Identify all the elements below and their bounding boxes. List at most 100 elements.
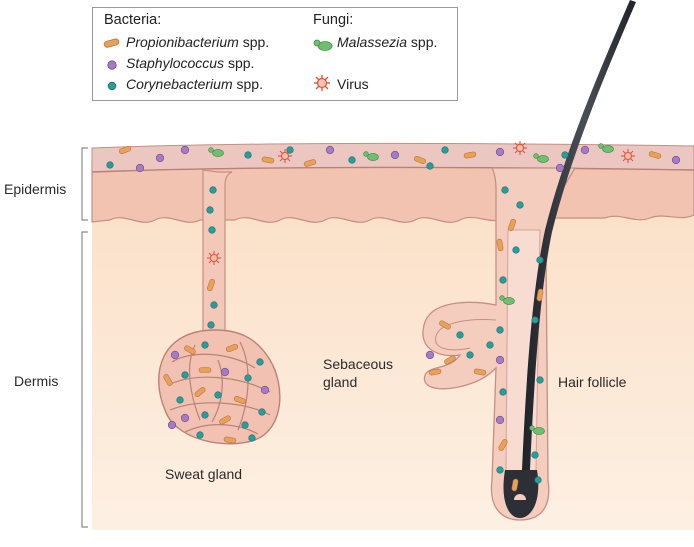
teal-coccus-icon (207, 321, 215, 329)
rod-icon (163, 374, 173, 386)
teal-coccus-icon (176, 396, 184, 404)
epidermis-label: Epidermis (4, 181, 67, 197)
yeast-icon (212, 149, 224, 157)
teal-coccus-icon (196, 431, 204, 439)
legend-bacteria-heading: Bacteria: (104, 12, 162, 28)
hair-bulb (503, 470, 539, 518)
sebaceous-gland-label-line2: gland (323, 374, 358, 390)
teal-coccus-icon (456, 331, 464, 339)
purple-coccus-icon (180, 413, 190, 423)
teal-coccus-icon (201, 411, 209, 419)
rod-icon (225, 344, 239, 352)
purple-coccus-icon (495, 355, 505, 365)
virus-icon (281, 152, 289, 160)
teal-coccus-icon (534, 476, 542, 484)
rod-icon (207, 278, 215, 292)
rod-icon (233, 396, 247, 404)
teal-coccus-icon (181, 371, 189, 379)
purple-coccus-icon (220, 367, 230, 377)
teal-coccus-icon (241, 421, 249, 429)
legend-item-virus: Virus (337, 76, 369, 92)
teal-coccus-icon (206, 206, 214, 214)
virus-icon (210, 254, 218, 262)
virus-icon (313, 74, 331, 92)
rod-icon (223, 436, 237, 444)
rod-icon (444, 355, 456, 365)
teal-coccus-icon (106, 80, 118, 92)
teal-coccus-icon (106, 161, 114, 169)
rod-icon (219, 415, 231, 425)
teal-coccus-icon (466, 351, 474, 359)
purple-coccus-icon (135, 163, 145, 173)
purple-coccus-icon (170, 350, 180, 360)
legend-item-corynebacterium: Corynebacterium spp. (126, 76, 263, 92)
teal-coccus-icon (496, 466, 504, 474)
teal-coccus-icon (516, 201, 524, 209)
sebaceous-gland-label-line1: Sebaceous (323, 356, 394, 372)
rod-icon (303, 159, 317, 167)
purple-coccus-icon (390, 150, 400, 160)
yeast-icon (602, 145, 614, 153)
yeast-icon (533, 427, 545, 435)
yeast-icon (529, 425, 535, 431)
yeast-icon (312, 38, 334, 52)
teal-coccus-icon (531, 451, 539, 459)
legend: Bacteria: Fungi: Propionibacterium spp. … (92, 7, 458, 101)
legend-item-malassezia: Malassezia spp. (337, 34, 438, 50)
rod-icon (463, 151, 477, 159)
purple-coccus-icon (425, 350, 435, 360)
purple-coccus-icon (580, 145, 590, 155)
yeast-icon (499, 295, 505, 301)
teal-coccus-icon (536, 376, 544, 384)
rod-icon (439, 320, 451, 330)
yeast-icon (367, 153, 379, 161)
sweat-gland-label: Sweat gland (165, 466, 243, 482)
purple-coccus-icon (180, 145, 190, 155)
teal-coccus-icon (348, 156, 356, 164)
rod-icon (184, 345, 196, 355)
teal-coccus-icon (441, 146, 449, 154)
hair-shaft (522, 0, 636, 470)
teal-coccus-icon (531, 316, 539, 324)
yeast-icon (503, 297, 515, 305)
teal-coccus-icon (208, 226, 216, 234)
teal-coccus-icon (258, 408, 266, 416)
teal-coccus-icon (501, 186, 509, 194)
rod-icon (648, 151, 662, 159)
rod-icon (198, 367, 212, 373)
teal-coccus-icon (256, 358, 264, 366)
teal-coccus-icon (244, 151, 252, 159)
yeast-icon (598, 143, 604, 149)
purple-coccus-icon (325, 145, 335, 155)
hair-follicle-label: Hair follicle (558, 374, 627, 390)
purple-coccus-icon (167, 420, 177, 430)
teal-coccus-icon (499, 276, 507, 284)
rod-icon (536, 288, 544, 302)
purple-coccus-icon (106, 59, 118, 71)
dermis-label: Dermis (14, 373, 59, 389)
purple-coccus-icon (155, 153, 165, 163)
rod-icon (498, 439, 508, 451)
purple-coccus-icon (495, 147, 505, 157)
virus-icon (516, 144, 524, 152)
rod-icon (508, 218, 516, 232)
teal-coccus-icon (286, 146, 294, 154)
teal-coccus-icon (486, 341, 494, 349)
purple-coccus-icon (671, 155, 681, 165)
teal-coccus-icon (214, 391, 222, 399)
teal-coccus-icon (209, 186, 217, 194)
legend-fungi-heading: Fungi: (313, 12, 354, 28)
teal-coccus-icon (536, 256, 544, 264)
teal-coccus-icon (499, 388, 507, 396)
teal-coccus-icon (244, 374, 252, 382)
teal-coccus-icon (248, 434, 256, 442)
purple-coccus-icon (495, 415, 505, 425)
microbe-markers (106, 141, 681, 492)
rod-icon (118, 146, 132, 154)
teal-coccus-icon (561, 151, 569, 159)
rod-icon (511, 478, 519, 492)
teal-coccus-icon (512, 246, 520, 254)
rod-icon (473, 368, 487, 376)
